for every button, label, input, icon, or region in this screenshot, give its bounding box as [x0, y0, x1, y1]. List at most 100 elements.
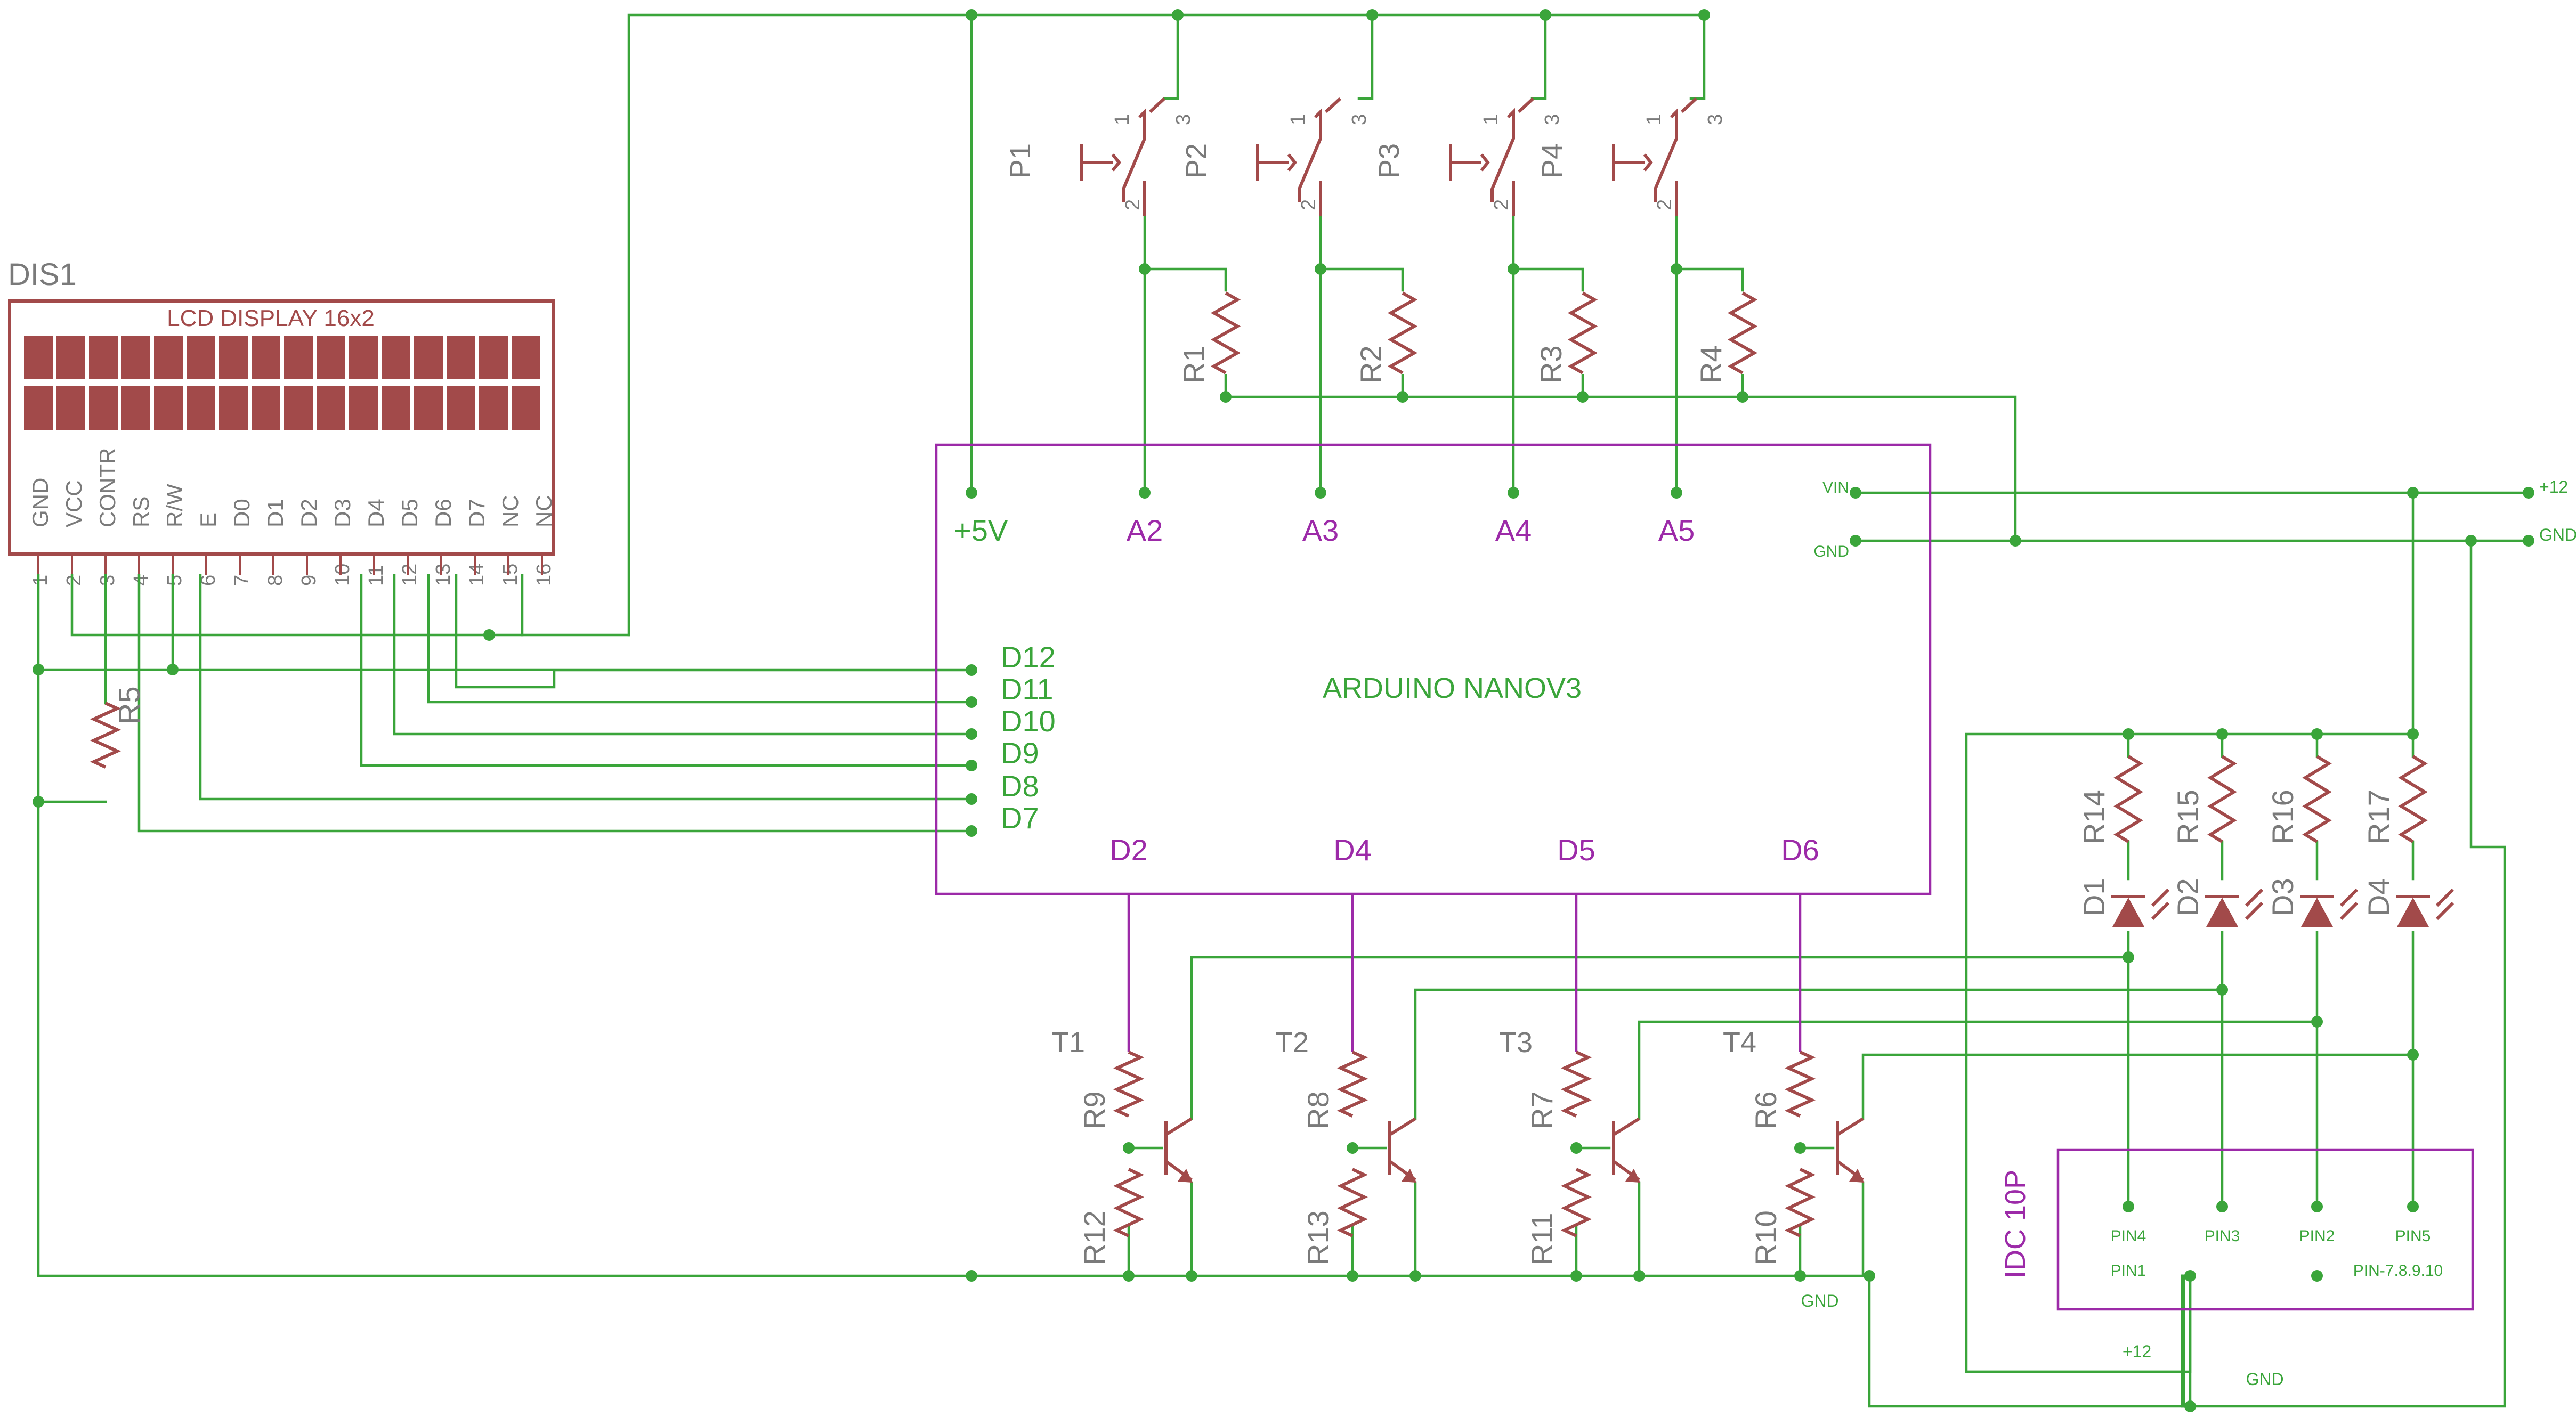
switch-lever — [1298, 108, 1322, 202]
lcd-pin-label: D0 — [229, 499, 254, 527]
idc-pin1: PIN1 — [2111, 1262, 2146, 1280]
led-label: D1 — [2077, 878, 2111, 916]
lcd-cell — [252, 386, 280, 430]
junction-dot — [1850, 535, 1861, 547]
lcd-pin-label: NC — [531, 495, 556, 527]
resistor-body — [1336, 1168, 1368, 1237]
junction-dot — [1737, 391, 1748, 403]
resistor-r5: R5 — [90, 686, 146, 769]
switch-pin: 2 — [1654, 199, 1676, 210]
resistor-label: R8 — [1301, 1091, 1335, 1129]
idc-pin4: PIN4 — [2111, 1227, 2146, 1245]
lcd-cell — [56, 386, 85, 430]
led-ray — [2245, 901, 2264, 921]
lcd-pin-label: D6 — [431, 499, 456, 527]
resistor-r7: R7 — [1525, 1050, 1592, 1129]
resistor-label: R15 — [2171, 789, 2205, 844]
junctions — [33, 9, 2534, 1412]
arduino-title: ARDUINO NANOV3 — [1323, 672, 1582, 704]
junction-dot — [1186, 1270, 1197, 1282]
resistor-body — [1560, 1050, 1592, 1118]
resistor-r8: R8 — [1301, 1050, 1368, 1129]
resistor-r2: R2 — [1354, 291, 1418, 384]
lcd-pin-label: NC — [498, 495, 523, 527]
junction-dot — [2311, 728, 2323, 740]
switch-label: P1 — [1005, 143, 1036, 178]
pin-label-5v: +5V — [954, 514, 1008, 547]
resistor-label: R4 — [1694, 345, 1728, 384]
junction-dot — [1347, 1142, 1358, 1154]
junction-dot — [2123, 728, 2134, 740]
lcd-pin-number: 16 — [533, 564, 555, 586]
switch-arrow — [1111, 153, 1121, 172]
pin-label-d4: D4 — [1333, 833, 1372, 867]
junction-dot — [966, 793, 977, 805]
resistor-body — [1210, 291, 1241, 374]
power-label-12v: +12 — [2539, 477, 2568, 496]
junction-dot — [1123, 1270, 1135, 1282]
switch-pin: 3 — [1541, 114, 1564, 125]
junction-dot — [966, 825, 977, 837]
junction-dot — [966, 1270, 977, 1282]
lcd-pin-number: 9 — [298, 575, 320, 586]
lcd-pin-row: GND1VCC2CONTR3RS4R/W5E6D07D18D29D310D411… — [28, 448, 556, 586]
lcd-cell — [447, 386, 475, 430]
resistor-r15: R15 — [2171, 755, 2237, 844]
junction-dot — [2216, 984, 2228, 996]
lcd-display: DIS1 LCD DISPLAY 16x2 GND1VCC2CONTR3RS4R… — [8, 257, 556, 586]
pin-label-d2: D2 — [1109, 833, 1148, 867]
switch-pin: 2 — [1122, 199, 1144, 210]
idc-pin5: PIN5 — [2395, 1227, 2431, 1245]
lcd-pin-number: 11 — [365, 565, 387, 586]
switch-contact — [1680, 97, 1698, 113]
led-ray — [2151, 888, 2170, 907]
resistor-body — [1727, 291, 1758, 374]
lcd-pin-label: R/W — [162, 484, 187, 527]
resistor-r12: R12 — [1078, 1168, 1145, 1265]
resistor-r17: R17 — [2362, 755, 2428, 844]
junction-dot — [1508, 263, 1519, 275]
pin-label-a4: A4 — [1495, 514, 1532, 547]
resistor-label: R14 — [2077, 789, 2111, 844]
lcd-cell — [154, 336, 183, 379]
idc-label-gnd: GND — [2246, 1370, 2283, 1389]
junction-dot — [1139, 263, 1151, 275]
resistor-label: R7 — [1525, 1091, 1559, 1129]
junction-dot — [1794, 1270, 1806, 1282]
lcd-cell — [317, 386, 345, 430]
lcd-cell — [187, 336, 215, 379]
lcd-pin-label: GND — [28, 478, 53, 527]
pin-label-d11: D11 — [1001, 672, 1054, 706]
switch-lever — [1490, 108, 1515, 202]
idc-pin3: PIN3 — [2205, 1227, 2240, 1245]
lcd-designator: DIS1 — [8, 257, 77, 292]
pin-label-a5: A5 — [1658, 514, 1695, 547]
lcd-pin-label: RS — [128, 496, 153, 527]
switch-arrow — [1287, 153, 1297, 172]
transistor-label: T4 — [1723, 1027, 1756, 1058]
junction-dot — [2184, 1400, 2196, 1412]
lcd-pin-number: 13 — [432, 564, 455, 586]
transistor-collector — [1389, 1117, 1416, 1136]
junction-dot — [1220, 391, 1232, 403]
junction-dot — [1540, 9, 1551, 21]
pin-label-d5: D5 — [1557, 833, 1595, 867]
switch-pin: 3 — [1704, 114, 1727, 125]
junction-dot — [1671, 487, 1682, 499]
transistor-label: T2 — [1275, 1027, 1309, 1058]
lcd-cell — [121, 386, 150, 430]
wires — [37, 13, 2530, 1408]
lcd-pin-label: VCC — [61, 480, 86, 527]
lcd-pin-label: D4 — [363, 499, 388, 527]
power-label-gnd: GND — [2539, 525, 2576, 544]
lcd-cell — [284, 386, 313, 430]
lcd-pin-number: 6 — [197, 575, 220, 586]
resistor-body — [2302, 755, 2332, 843]
resistor-r4: R4 — [1694, 291, 1758, 384]
junction-dot — [1671, 263, 1682, 275]
lcd-cell — [219, 336, 248, 379]
junction-dot — [2123, 1201, 2134, 1212]
